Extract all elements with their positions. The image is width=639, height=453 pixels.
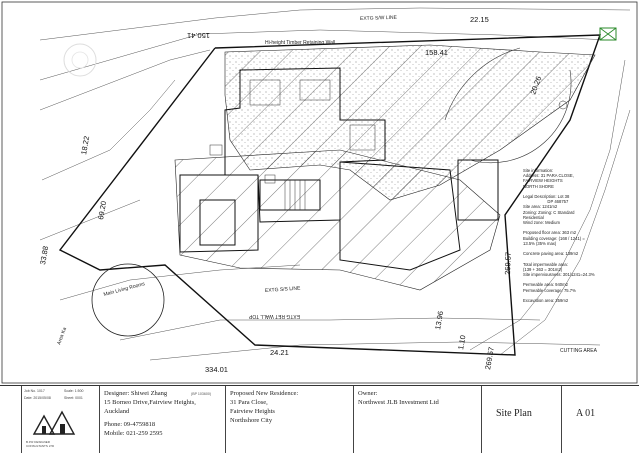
label-top-boundary: EXTG S/W LINE bbox=[360, 15, 398, 22]
dim-bottom-a: 334.01 bbox=[205, 365, 228, 374]
designer-address-2: Auckland bbox=[104, 408, 130, 415]
site-info-line: Address: 31 PARA CLOSE, bbox=[523, 173, 574, 179]
label-area-ka: Area Ka bbox=[56, 326, 68, 345]
site-info-line: Excavation area: 259m2 bbox=[523, 298, 569, 304]
owner-cell: Owner: Northwest JLB Investment Ltd bbox=[354, 386, 482, 453]
designer-address-1: 15 Borneo Drive,Fairview Heights, bbox=[104, 399, 196, 406]
site-information-notes: Site information:Address: 31 PARA CLOSE,… bbox=[523, 168, 595, 303]
site-info-line: Site area: 1241m2 bbox=[523, 204, 558, 210]
label-bottom-boundary: EXTG S/S LINE bbox=[265, 285, 302, 294]
watermark-stamp bbox=[63, 43, 97, 77]
dim-right-e: 269.57 bbox=[483, 346, 496, 370]
site-info-line: FAIRVIEW HEIGHTS bbox=[523, 178, 563, 184]
site-info-line: Permeable coverage: 75.7% bbox=[523, 287, 576, 293]
dim-right-d: 1.10 bbox=[456, 334, 467, 350]
site-info-line: Site imperviousness: 301/1241=24.3% bbox=[523, 272, 595, 278]
dim-top-b: 158.41 bbox=[425, 48, 448, 57]
label-living: Main Living Rooms bbox=[103, 281, 146, 298]
site-info-line: 13.5% (35% max) bbox=[523, 240, 557, 246]
designer-tag: (BP 103600) bbox=[191, 392, 212, 396]
project-address-1: 31 Para Close, bbox=[230, 399, 268, 406]
building-outline bbox=[179, 67, 499, 271]
site-info-line: Building coverage: (168 / 1241) = bbox=[523, 235, 585, 241]
label-wall-top: EXTG RET WALL TOP bbox=[248, 313, 300, 319]
label-retaining-wall: Hi-height Timber Retaining Wall bbox=[265, 40, 335, 46]
site-info-line: NORTH SHORE bbox=[523, 183, 554, 189]
site-info-line: Site information: bbox=[523, 168, 554, 173]
site-info-line: (139 + 363 = 301m2) bbox=[523, 266, 563, 272]
sheet-code: Sheet: 0001 bbox=[64, 396, 83, 400]
date: Date: 2015/05/08 bbox=[24, 396, 51, 400]
project-address-2: Fairview Heights bbox=[230, 408, 275, 415]
revision-column bbox=[0, 386, 22, 453]
dim-right-b: 269.57 bbox=[503, 252, 513, 275]
site-info-line: Permeable area: 940m2 bbox=[523, 282, 568, 288]
scale: Scale: 1:500 bbox=[64, 389, 84, 393]
dim-left-b: 69.20 bbox=[96, 200, 108, 220]
site-info-line: Concrete paving area: 139m2 bbox=[523, 251, 579, 257]
site-plan-drawing: EXTG S/W LINE Hi-height Timber Retaining… bbox=[1, 1, 638, 384]
site-boundary bbox=[58, 34, 602, 356]
dim-top-c: 22.15 bbox=[470, 15, 489, 24]
dim-right-c: 13.96 bbox=[433, 310, 445, 330]
site-info-line: Zoning: Zoning: C Standard bbox=[523, 209, 575, 215]
dim-left-a: 18.22 bbox=[79, 135, 91, 155]
cutting-arc bbox=[469, 69, 572, 164]
living-room-circle bbox=[91, 263, 165, 337]
site-info-line: Proposed floor area: 363 m2 bbox=[523, 230, 577, 236]
site-info-line: DP 468757 bbox=[523, 199, 569, 205]
dim-bottom-b: 24.21 bbox=[270, 348, 289, 357]
title-block: Job No. 1017 Scale: 1:500 Date: 2015/05/… bbox=[0, 385, 639, 453]
job-no: Job No. 1017 bbox=[24, 389, 45, 393]
north-marker bbox=[599, 27, 617, 41]
logo-caption: B.P.R DESIGNER CONSULTANTS LTD bbox=[26, 440, 55, 448]
owner-name: Northwest JLB Investment Ltd bbox=[358, 399, 439, 406]
owner-label: Owner: bbox=[358, 390, 378, 397]
designer-cell: Designer: Shiwei Zhang (BP 103600) 15 Bo… bbox=[100, 386, 226, 453]
sheet-number: A 01 bbox=[576, 408, 596, 419]
project-cell: Proposed New Residence: 31 Para Close, F… bbox=[226, 386, 354, 453]
designer-mobile: Mobile: 021-259 2595 bbox=[104, 430, 163, 437]
site-info-line: Residential bbox=[523, 214, 544, 220]
company-logo bbox=[32, 410, 76, 435]
site-info-line: Legal Description: Lot 38 bbox=[523, 194, 570, 200]
dim-left-c: 33.88 bbox=[38, 245, 50, 265]
label-cutting-area: CUTTING AREA bbox=[560, 348, 598, 354]
sheet-border bbox=[1, 1, 638, 384]
project-address-3: Northshore City bbox=[230, 417, 273, 424]
designer-phone: Phone: 09-4759818 bbox=[104, 421, 156, 428]
sheet-number-cell: A 01 bbox=[562, 386, 639, 453]
sheet-title: Site Plan bbox=[496, 408, 532, 419]
dim-top-a: 150.41 bbox=[187, 31, 210, 40]
site-info-line: Total impermeable area: bbox=[523, 261, 568, 267]
sheet-title-cell: Site Plan bbox=[482, 386, 562, 453]
interior-details bbox=[209, 79, 568, 210]
drawing-info-cell: Job No. 1017 Scale: 1:500 Date: 2015/05/… bbox=[22, 386, 100, 453]
site-info-line: Wind zone: Medium bbox=[523, 220, 561, 226]
designer-name: Designer: Shiwei Zhang bbox=[104, 390, 168, 397]
project-title: Proposed New Residence: bbox=[230, 390, 299, 397]
